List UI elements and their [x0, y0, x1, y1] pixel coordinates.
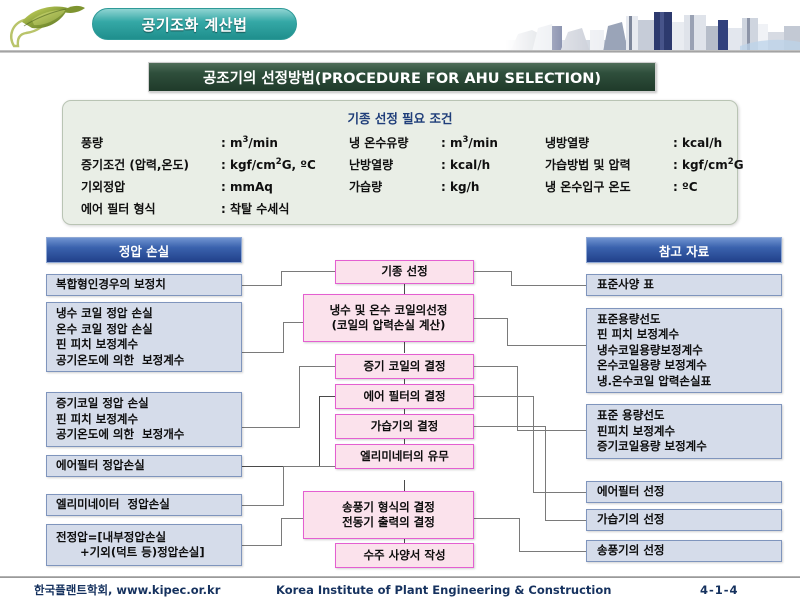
footer-divider: [0, 576, 800, 578]
cond-label: 가습량: [349, 180, 383, 194]
list-item-line: 냉수 코일 정압 손실: [56, 306, 153, 320]
flow-step-line: 가습기의 결정: [370, 418, 439, 433]
list-item-line: 전정압=[내부정압손실: [56, 529, 167, 544]
list-item-line: 엘리미네이터 정압손실: [56, 497, 170, 512]
list-item[interactable]: 전정압=[내부정압손실 +기외(덕트 등)정압손실]: [46, 524, 242, 566]
footer-english: Korea Institute of Plant Engineering & C…: [276, 583, 612, 597]
list-item-line: 공기온도에 의한 보정개수: [56, 427, 185, 442]
flow-step[interactable]: 가습기의 결정: [335, 414, 474, 439]
conditions-row: 증기조건 (압력,온도) : kgf/cm2G, ºC 난방열량 : kcal/…: [81, 156, 744, 178]
footer-korean: 한국플랜트학회, www.kipec.or.kr: [34, 583, 221, 597]
right-column-header: 참고 자료: [586, 237, 782, 263]
flow-step[interactable]: 냉수 및 온수 코일의선정 (코일의 압력손실 계산): [303, 294, 474, 342]
cond-value: : m3/min: [221, 135, 278, 150]
page-title: 공조기의 선정방법(PROCEDURE FOR AHU SELECTION): [148, 62, 656, 92]
list-item-line: 복합형인경우의 보정치: [56, 277, 166, 292]
list-item-line: 온수코일용량 보정계수: [597, 358, 707, 373]
flow-step[interactable]: 엘리미네터의 유무: [335, 444, 474, 469]
list-item-line: 표준용량선도: [597, 311, 661, 326]
list-item[interactable]: 가습기의 선정: [586, 509, 782, 531]
cond-value: : kgf/cm2G: [673, 157, 744, 172]
conditions-row: 기외정압 : mmAq 가습량 : kg/h 냉 온수입구 온도 : ºC: [81, 178, 719, 200]
cond-label: 난방열량: [349, 158, 394, 172]
flow-step-line: 엘리미네터의 유무: [360, 448, 449, 463]
flow-step-line: 증기 코일의 결정: [363, 358, 446, 373]
conditions-rows: 풍량 : m3/min 냉 온수유량 : m3/min 냉방열량 : kcal/…: [63, 134, 744, 222]
footer: 한국플랜트학회, www.kipec.or.kr Korea Institute…: [0, 580, 800, 600]
flow-step[interactable]: 수주 사양서 작성: [335, 543, 474, 568]
list-item[interactable]: 표준사양 표: [586, 274, 782, 296]
list-item-line: 핀 피치 보정계수: [56, 337, 139, 351]
list-item-line: 냉.온수코일 압력손실표: [597, 373, 712, 388]
flow-step-line: 전동기 출력의 결정: [342, 515, 435, 529]
city-skyline-image: [440, 6, 800, 52]
header-divider: [0, 50, 800, 53]
flow-step-line: 냉수 및 온수 코일의선정: [329, 302, 448, 317]
conditions-panel: 기종 선정 필요 조건 풍량 : m3/min 냉 온수유량 : m3/min …: [62, 100, 744, 225]
cond-value: : m3/min: [441, 135, 498, 150]
list-item-line: 송풍기의 선정: [597, 543, 665, 558]
cond-value: : mmAq: [221, 180, 273, 194]
conditions-row: 에어 필터 형식 : 착탈 수세식: [81, 200, 719, 222]
list-item[interactable]: 송풍기의 선정: [586, 540, 782, 562]
cond-value: : 착탈 수세식: [221, 202, 290, 216]
cond-value: : kcal/h: [673, 136, 723, 150]
list-item-line: 표준 용량선도: [597, 408, 665, 423]
flow-step[interactable]: 송풍기 형식의 결정 전동기 출력의 결정: [303, 491, 474, 539]
list-item-line: 냉수코일용량보정계수: [597, 342, 703, 357]
conditions-heading: 기종 선정 필요 조건: [347, 111, 453, 126]
list-item-line: 온수 코일 정압 손실: [56, 321, 153, 336]
list-item[interactable]: 에어필터 선정: [586, 481, 782, 503]
list-item[interactable]: 표준 용량선도 핀피치 보정계수 증기코일용량 보정계수: [586, 404, 782, 459]
list-item-line: 증기코일용량 보정계수: [597, 439, 707, 454]
flow-step-line: 송풍기 형식의 결정: [342, 499, 435, 514]
cond-value: : kgf/cm2G, ºC: [221, 157, 316, 172]
list-item[interactable]: 증기코일 정압 손실 핀 피치 보정계수 공기온도에 의한 보정개수: [46, 392, 242, 447]
cond-label: 냉 온수입구 온도: [545, 180, 631, 194]
flow-step[interactable]: 기종 선정: [335, 260, 474, 284]
list-item-line: 핀 피치 보정계수: [56, 411, 139, 426]
left-column-header: 정압 손실: [46, 237, 242, 263]
cond-label: 에어 필터 형식: [81, 202, 156, 216]
cond-label: 기외정압: [81, 180, 126, 194]
page-number: 4-1-4: [700, 583, 739, 597]
cond-value: : kg/h: [441, 180, 480, 194]
list-item[interactable]: 복합형인경우의 보정치: [46, 274, 242, 296]
flow-step-line: (코일의 압력손실 계산): [331, 318, 446, 332]
cond-label: 풍량: [81, 136, 104, 150]
conditions-row: 풍량 : m3/min 냉 온수유량 : m3/min 냉방열량 : kcal/…: [81, 134, 723, 156]
flow-step-line: 수주 사양서 작성: [363, 547, 446, 562]
list-item[interactable]: 엘리미네이터 정압손실: [46, 494, 242, 516]
list-item-line: 증기코일 정압 손실: [56, 396, 149, 411]
list-item[interactable]: 에어필터 정압손실: [46, 455, 242, 477]
flow-step-line: 기종 선정: [381, 264, 428, 279]
list-item-line: 표준사양 표: [597, 277, 654, 292]
leaf-logo: [6, 2, 90, 48]
header-title-pill: 공기조화 계산법: [92, 8, 297, 40]
list-item-line: 핀 피치 보정계수: [597, 327, 680, 342]
list-item-line: 가습기의 선정: [597, 512, 665, 527]
cond-label: 냉 온수유량: [349, 136, 409, 150]
cond-label: 냉방열량: [545, 136, 590, 150]
list-item[interactable]: 냉수 코일 정압 손실 온수 코일 정압 손실 핀 피치 보정계수 공기온도에 …: [46, 302, 242, 372]
list-item-line: 에어필터 선정: [597, 484, 665, 499]
list-item-line: 에어필터 정압손실: [56, 458, 145, 473]
list-item-line: +기외(덕트 등)정압손실]: [56, 545, 205, 559]
cond-label: 증기조건 (압력,온도): [81, 158, 190, 172]
list-item-line: 핀피치 보정계수: [597, 423, 676, 438]
flow-step[interactable]: 증기 코일의 결정: [335, 354, 474, 379]
list-item[interactable]: 표준용량선도 핀 피치 보정계수 냉수코일용량보정계수 온수코일용량 보정계수 …: [586, 308, 782, 393]
flow-step-line: 에어 필터의 결정: [363, 388, 446, 403]
flow-step[interactable]: 에어 필터의 결정: [335, 384, 474, 409]
cond-label: 가습방법 및 압력: [545, 158, 631, 172]
cond-value: : ºC: [673, 180, 698, 194]
list-item-line: 공기온도에 의한 보정계수: [56, 352, 185, 367]
top-band: 공기조화 계산법: [0, 0, 800, 52]
cond-value: : kcal/h: [441, 158, 491, 172]
